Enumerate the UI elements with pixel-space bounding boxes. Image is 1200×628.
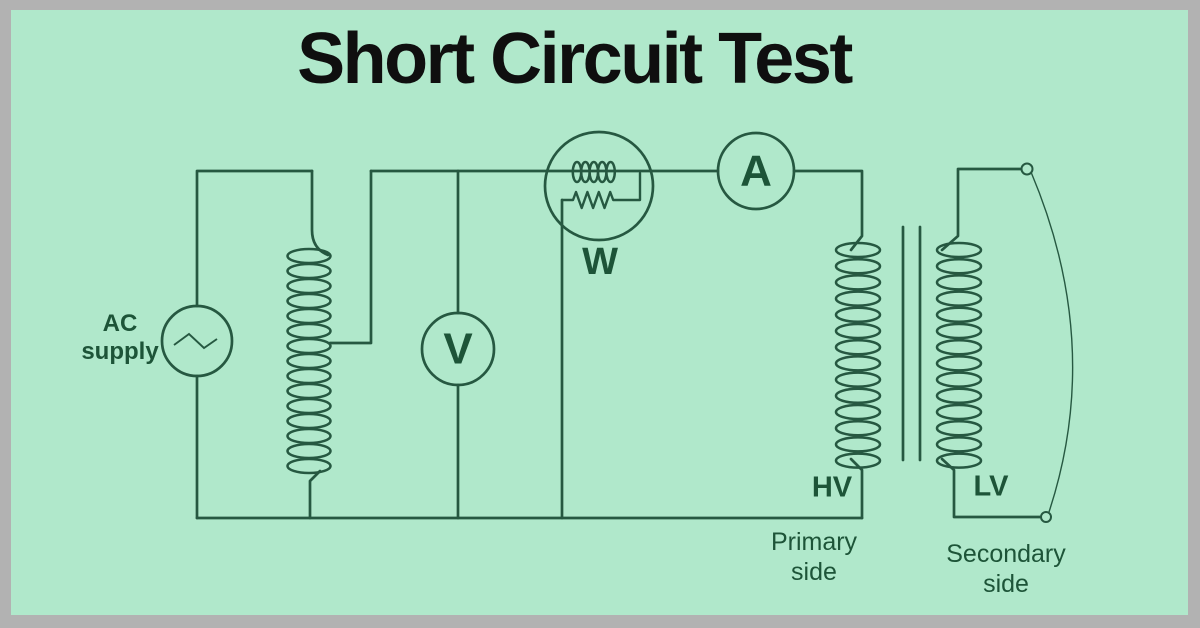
wattmeter-label: W (582, 241, 618, 284)
wattmeter-resistor (560, 171, 642, 210)
lv-winding-coil (935, 241, 983, 469)
hv-winding-coil (834, 241, 882, 469)
wattmeter-icon (543, 130, 655, 242)
ac-supply-label-line1: AC (102, 310, 138, 337)
hv-winding-label: HV (811, 471, 853, 504)
ammeter-label: A (740, 146, 772, 196)
page-title: Short Circuit Test (297, 19, 853, 99)
ac-supply-label: AC supply (81, 310, 158, 366)
wire-variac-bottom-lead (308, 469, 322, 520)
voltmeter-icon (420, 311, 496, 387)
short-circuit-wire (1030, 171, 1074, 513)
wattmeter-current-coil (571, 160, 617, 184)
secondary-top-terminal (1020, 162, 1034, 176)
wire-hv-bottom-lead (849, 457, 864, 520)
wire-lv-top (940, 167, 1023, 252)
wire-variac-tap (328, 169, 373, 345)
secondary-side-label-line2: side (983, 570, 1029, 598)
ammeter-icon (716, 131, 796, 211)
diagram-background-panel (11, 10, 1188, 615)
secondary-bottom-terminal (1040, 511, 1052, 523)
lv-winding-label: LV (973, 470, 1009, 503)
variac-coil (286, 247, 332, 475)
primary-side-label-line1: Primary (770, 528, 858, 556)
wire-variac-top-lead (310, 169, 330, 257)
ac-supply-label-line2: supply (81, 338, 159, 365)
secondary-side-label: Secondary side (946, 539, 1066, 599)
primary-side-label: Primary side (771, 527, 857, 587)
ac-source-icon (160, 304, 234, 378)
secondary-side-label-line1: Secondary (946, 540, 1066, 568)
wire-ac-top-rail (195, 169, 314, 308)
wire-ammeter-to-hv (792, 169, 864, 252)
sine-wave-icon (173, 332, 218, 350)
primary-side-label-line2: side (791, 558, 837, 586)
wire-lv-bottom (940, 457, 1042, 519)
voltmeter-label: V (443, 324, 473, 374)
